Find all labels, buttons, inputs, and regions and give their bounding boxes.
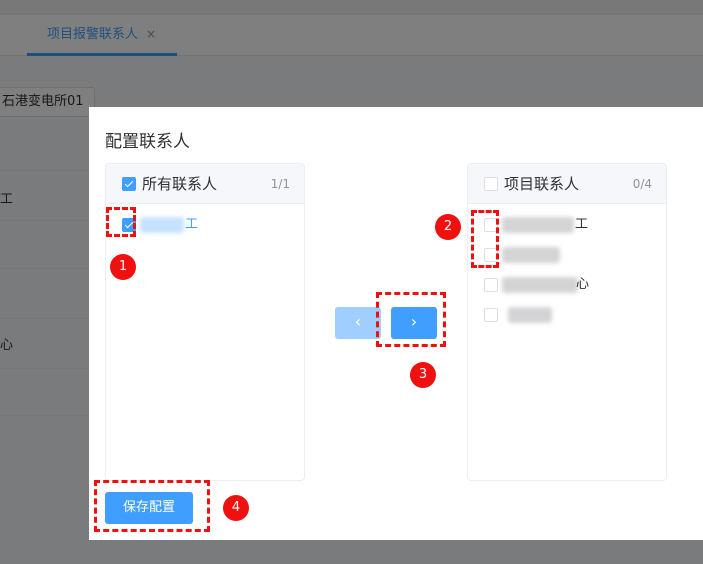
move-left-button[interactable]: ‹	[335, 307, 381, 339]
blurred-name	[502, 277, 578, 293]
project-contacts-panel: 项目联系人 0/4 工 心	[467, 163, 667, 481]
annotation-number: 3	[410, 362, 436, 388]
panel-title: 所有联系人	[142, 175, 218, 193]
select-all-checkbox[interactable]	[122, 177, 136, 191]
all-contacts-panel: 所有联系人 1/1 工	[105, 163, 305, 481]
annotation-number: 2	[435, 214, 461, 240]
list-item[interactable]: 工	[106, 214, 304, 236]
blurred-name	[502, 247, 560, 263]
annotation-box	[376, 292, 446, 347]
save-config-button[interactable]: 保存配置	[105, 492, 193, 524]
move-right-button[interactable]: ›	[391, 307, 437, 339]
item-label: 工	[575, 217, 589, 232]
item-checkbox[interactable]	[484, 308, 498, 322]
annotation-box	[94, 480, 210, 532]
configure-contacts-dialog: 配置联系人 所有联系人 1/1 工 ‹ › 项目联系人 0/4 工 心 保存配置	[89, 107, 703, 540]
item-checkbox[interactable]	[484, 278, 498, 292]
panel-count: 0/4	[632, 177, 652, 191]
list-item[interactable]	[468, 304, 666, 326]
annotation-box	[106, 207, 136, 237]
annotation-box	[471, 210, 499, 268]
blurred-name	[508, 307, 552, 323]
item-label: 心	[576, 277, 590, 292]
panel-title: 项目联系人	[504, 175, 580, 193]
annotation-number: 1	[110, 254, 136, 280]
blurred-name	[502, 217, 574, 233]
annotation-number: 4	[223, 495, 249, 521]
select-all-checkbox[interactable]	[484, 177, 498, 191]
item-label: 工	[185, 217, 199, 232]
list-item[interactable]: 心	[468, 274, 666, 296]
panel-count: 1/1	[270, 177, 290, 191]
blurred-name	[140, 217, 184, 233]
list-item[interactable]	[468, 244, 666, 266]
dialog-title: 配置联系人	[105, 132, 190, 152]
